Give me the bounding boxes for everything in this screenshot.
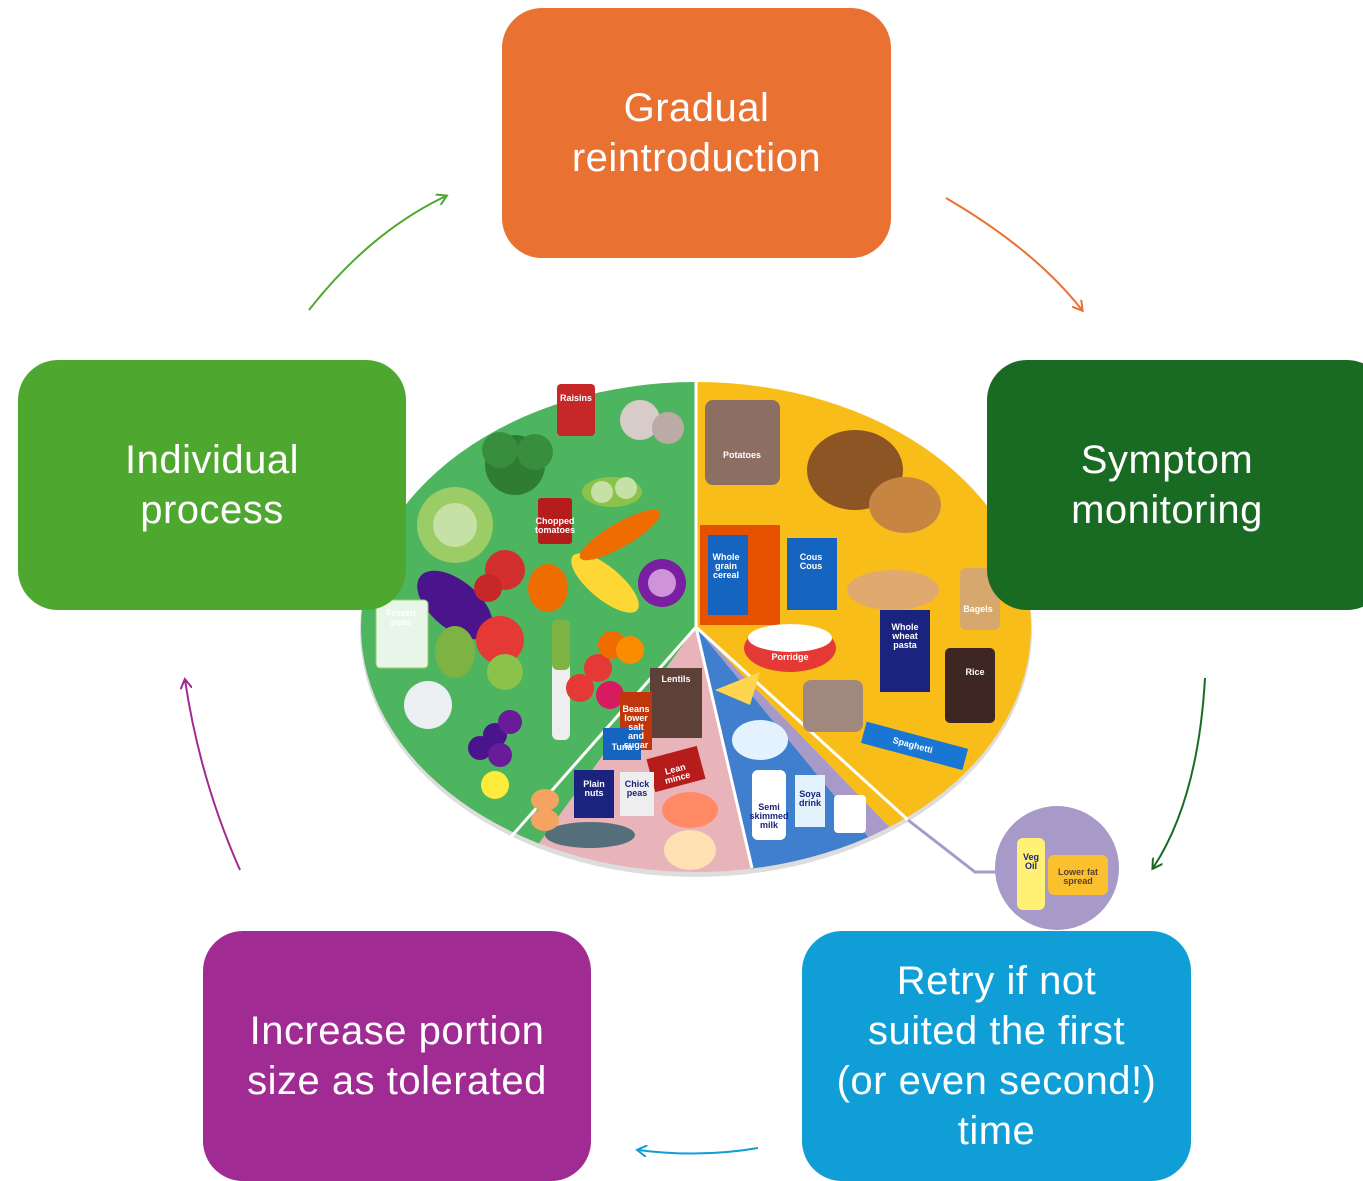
label-lentils: Lentils	[661, 674, 690, 684]
arrow-left-to-top	[308, 196, 446, 311]
label-raisins: Raisins	[560, 393, 592, 403]
step-increase-portion-label: Increase portion size as tolerated	[247, 1009, 547, 1103]
arrow-bottom-right-to-bottom-left	[638, 1148, 759, 1154]
dairy-foods-group	[715, 672, 866, 840]
step-individual-process-label: Individual process	[124, 438, 299, 532]
starchy-foods-group	[700, 400, 1000, 771]
step-gradual-reintroduction: Gradual reintroduction	[502, 8, 891, 258]
label-tuna: Tuna	[612, 742, 634, 752]
label-porridge: Porridge	[771, 652, 808, 662]
step-increase-portion: Increase portion size as tolerated	[203, 931, 591, 1181]
step-gradual-reintroduction-label: Gradual reintroduction	[571, 86, 822, 180]
arrow-bottom-left-to-left	[185, 680, 241, 871]
step-symptom-monitoring-label: Symptom monitoring	[1071, 438, 1263, 532]
vegetables-group	[375, 384, 686, 799]
step-retry: Retry if not suited the first (or even s…	[802, 931, 1191, 1181]
label-bagels: Bagels	[963, 604, 993, 614]
label-rice: Rice	[965, 667, 984, 677]
label-potatoes: Potatoes	[723, 450, 761, 460]
step-symptom-monitoring: Symptom monitoring	[987, 360, 1363, 610]
arrow-top-to-right	[945, 197, 1082, 310]
step-retry-label: Retry if not suited the first (or even s…	[836, 959, 1157, 1153]
arrow-right-to-bottom-right	[1153, 677, 1206, 868]
protein-foods-group	[531, 668, 718, 870]
step-individual-process: Individual process	[18, 360, 406, 610]
